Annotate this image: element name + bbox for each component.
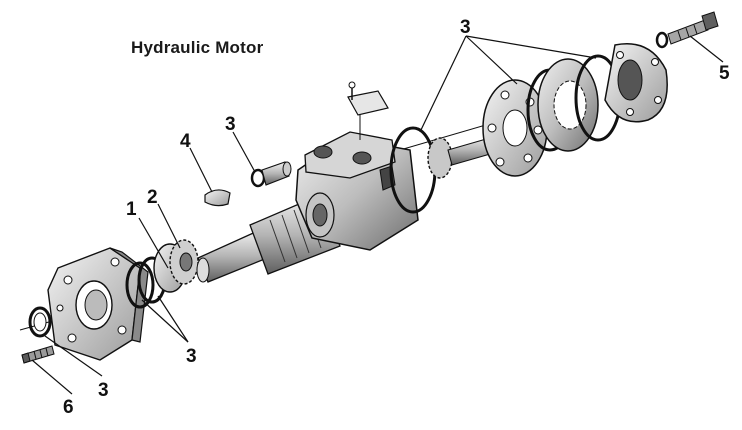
bolt-5 [655, 11, 719, 49]
end-cap [604, 43, 668, 123]
callout-4: 4 [180, 131, 191, 152]
nameplate [347, 81, 389, 140]
callout-1: 1 [126, 199, 137, 220]
valve-plate [482, 79, 548, 177]
callout-3-top: 3 [460, 17, 471, 38]
callout-5: 5 [719, 63, 730, 84]
bearing-and-gear [153, 239, 199, 293]
bolt-6 [21, 345, 55, 364]
callout-6: 6 [63, 397, 74, 418]
leader-lines [31, 35, 724, 395]
callout-3-orings: 3 [186, 346, 197, 367]
mounting-flange [47, 247, 149, 361]
shaft-seal [28, 306, 52, 338]
callout-2: 2 [147, 187, 158, 208]
plug-fitting [250, 161, 292, 188]
diagram-title: Hydraulic Motor [131, 38, 264, 57]
callout-3-fitting: 3 [225, 114, 236, 135]
gerotor-set [526, 54, 622, 152]
callout-3-seal: 3 [98, 380, 109, 401]
woodruff-key [204, 189, 231, 207]
motor-housing [295, 131, 419, 251]
callouts: 1 2 3 4 3 5 3 3 6 [63, 17, 730, 418]
